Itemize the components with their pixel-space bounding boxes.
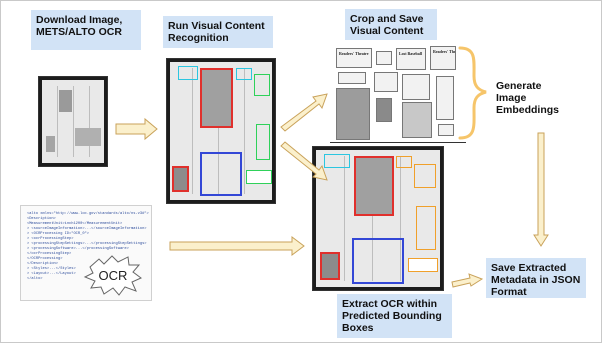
bbox-illustration-blue — [200, 152, 242, 196]
bbox-headline-cyan-2 — [236, 68, 252, 80]
newspaper-page-content — [42, 80, 104, 163]
crop-item-11 — [436, 76, 454, 120]
step-save-label: Save Extracted Metadata in JSON Format — [486, 258, 586, 298]
newspaper-page-input — [38, 76, 108, 167]
bbox-photograph-small-red — [172, 166, 189, 192]
step-embeddings-label: Generate Image Embeddings — [496, 80, 560, 116]
alto-xml-code: <alto xmlns="http://www.loc.gov/standard… — [27, 212, 149, 281]
step-crop-label: Crop and Save Visual Content — [345, 9, 437, 40]
crop-item-4: Readers' Theatre — [430, 46, 456, 70]
extract-bbox-headline — [408, 258, 438, 272]
bbox-ad-green-1 — [254, 74, 270, 96]
recognized-page-content — [170, 62, 272, 200]
bbox-photograph-red — [200, 68, 233, 128]
curly-brace — [458, 46, 487, 140]
arrow-extract-to-save — [451, 273, 484, 288]
arrow-download-to-recognize — [115, 117, 158, 141]
crop-item-7 — [374, 72, 398, 92]
bbox-ad-green-2 — [256, 124, 270, 160]
extract-bbox-blue — [352, 238, 404, 284]
arrow-embeddings-to-save — [533, 132, 549, 247]
separator-line — [330, 142, 466, 143]
arrow-xml-to-extract — [169, 236, 305, 256]
extraction-page-content — [316, 150, 440, 287]
newspaper-page-recognized — [166, 58, 276, 204]
extract-bbox-orange-2 — [416, 206, 436, 250]
bbox-headline-green — [246, 170, 272, 184]
crop-item-3: Lost Baseball — [396, 48, 426, 70]
crop-item-8 — [402, 74, 430, 100]
extract-bbox-orange-1 — [414, 164, 436, 188]
bbox-headline-cyan — [178, 66, 198, 80]
crop-item-2 — [376, 51, 392, 65]
newspaper-page-extraction — [312, 146, 444, 291]
step-recognize-label: Run Visual Content Recognition — [163, 16, 273, 48]
step-download-label: Download Image, METS/ALTO OCR — [31, 10, 141, 50]
crop-item-1: Readers' Theatre — [336, 48, 372, 68]
ocr-burst-icon — [83, 255, 142, 296]
ocr-badge-text: OCR — [99, 268, 128, 283]
arrow-recognize-to-extract — [280, 141, 328, 181]
extract-bbox-small-red — [320, 252, 340, 280]
arrow-recognize-to-crop — [280, 93, 328, 132]
extract-bbox-red — [354, 156, 394, 216]
step-extract-label: Extract OCR within Predicted Bounding Bo… — [337, 294, 452, 338]
crop-item-5 — [338, 72, 366, 84]
crop-photograph-large — [336, 88, 370, 140]
extract-bbox-orange-3 — [396, 156, 412, 168]
crop-photograph-small — [376, 98, 392, 122]
crop-item-12 — [438, 124, 454, 136]
extract-bbox-cyan — [324, 154, 350, 168]
crop-illustration — [402, 102, 432, 138]
